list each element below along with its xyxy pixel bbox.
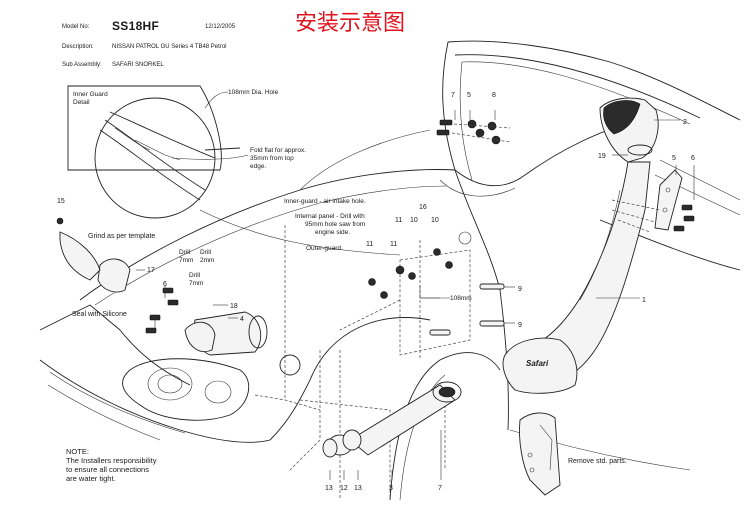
callout-6-right: 6 <box>691 155 695 162</box>
callout-9-a: 9 <box>518 286 522 293</box>
page-title: 安装示意图 <box>295 11 406 36</box>
note-line-1: The Installers responsibility <box>66 456 157 465</box>
note-line-3: are water tight. <box>66 474 116 483</box>
subassembly-label: Sub Assembly: <box>62 62 102 68</box>
callout-16: 16 <box>419 204 427 211</box>
callout-2: 2 <box>683 119 687 126</box>
callout-19: 19 <box>598 153 606 160</box>
callout-17: 17 <box>147 267 155 274</box>
internal-panel-line1: Internal panel - Drill with <box>295 213 365 220</box>
svg-text:Safari: Safari <box>526 359 549 368</box>
drawing-date: 12/12/2005 <box>205 24 236 30</box>
callout-15: 15 <box>57 198 65 205</box>
note-line-2: to ensure all connections <box>66 465 149 474</box>
model-label: Model No: <box>62 24 90 30</box>
callout-12: 12 <box>340 485 348 492</box>
panel-fasteners <box>279 231 505 376</box>
removed-std-part <box>519 412 561 496</box>
remove-std-parts-label: Remove std. parts. <box>568 458 627 465</box>
drill-1-label: Drill <box>179 249 191 256</box>
model-number: SS18HF <box>112 19 160 33</box>
inner-guard-label: Inner-guard - air intake hole. <box>284 198 366 205</box>
callout-10-a: 10 <box>410 217 418 224</box>
callout-5-top: 5 <box>467 92 471 99</box>
callout-9-b: 9 <box>518 322 522 329</box>
grind-label: Grind as per template <box>88 233 155 240</box>
detail-fold-3: edge. <box>250 163 266 170</box>
callout-18: 18 <box>230 303 238 310</box>
drill-3-size: 7mm <box>189 280 203 287</box>
detail-fold-1: Fold flat for approx. <box>250 147 306 154</box>
callout-11-c: 11 <box>390 241 397 248</box>
mounting-guides <box>254 225 471 500</box>
drill-2-label: Drill <box>200 249 212 256</box>
callout-7-top: 7 <box>451 92 455 99</box>
callout-1: 1 <box>642 297 646 304</box>
callout-13-a: 13 <box>325 485 333 492</box>
callout-5-right: 5 <box>672 155 676 162</box>
callout-11-b: 11 <box>366 241 373 248</box>
drill-3-label: Drill <box>189 272 201 279</box>
callout-13-b: 13 <box>354 485 362 492</box>
callout-10-b: 10 <box>431 217 439 224</box>
callout-6-left: 6 <box>163 281 167 288</box>
callout-leaders <box>136 110 695 480</box>
pillar-fasteners <box>436 119 695 232</box>
hole-108-label: 108mm <box>450 295 472 302</box>
callout-3: 3 <box>389 485 393 492</box>
note-heading: NOTE: <box>66 447 89 456</box>
detail-hole-label: 108mm Dia. Hole <box>228 89 279 96</box>
elbow-adapter <box>56 217 268 356</box>
callout-11-a: 11 <box>395 217 402 224</box>
detail-title-2: Detail <box>73 99 90 106</box>
internal-panel-line2: 95mm hole saw from <box>305 221 365 228</box>
seal-label: Seal with Silicone <box>72 311 127 318</box>
callout-8: 8 <box>492 92 496 99</box>
drill-1-size: 7mm <box>179 257 193 264</box>
outer-guard-label: Outer-guard. <box>306 245 343 252</box>
snorkel-assembly: Safari <box>502 97 683 394</box>
subassembly-value: SAFARI SNORKEL <box>112 62 164 68</box>
description-label: Description: <box>62 44 94 50</box>
callout-7-bottom: 7 <box>438 485 442 492</box>
drill-2-size: 2mm <box>200 257 214 264</box>
detail-title-1: Inner Guard <box>73 91 108 98</box>
description-value: NISSAN PATROL GU Series 4 TB48 Petrol <box>112 44 227 50</box>
internal-panel-line3: engine side. <box>315 229 350 236</box>
inner-guard-detail-inset <box>67 85 401 256</box>
installer-note: NOTE: The Installers responsibility to e… <box>66 447 156 483</box>
callout-4: 4 <box>240 316 244 323</box>
air-intake-pipe <box>322 381 462 458</box>
detail-fold-2: 35mm from top <box>250 155 294 162</box>
